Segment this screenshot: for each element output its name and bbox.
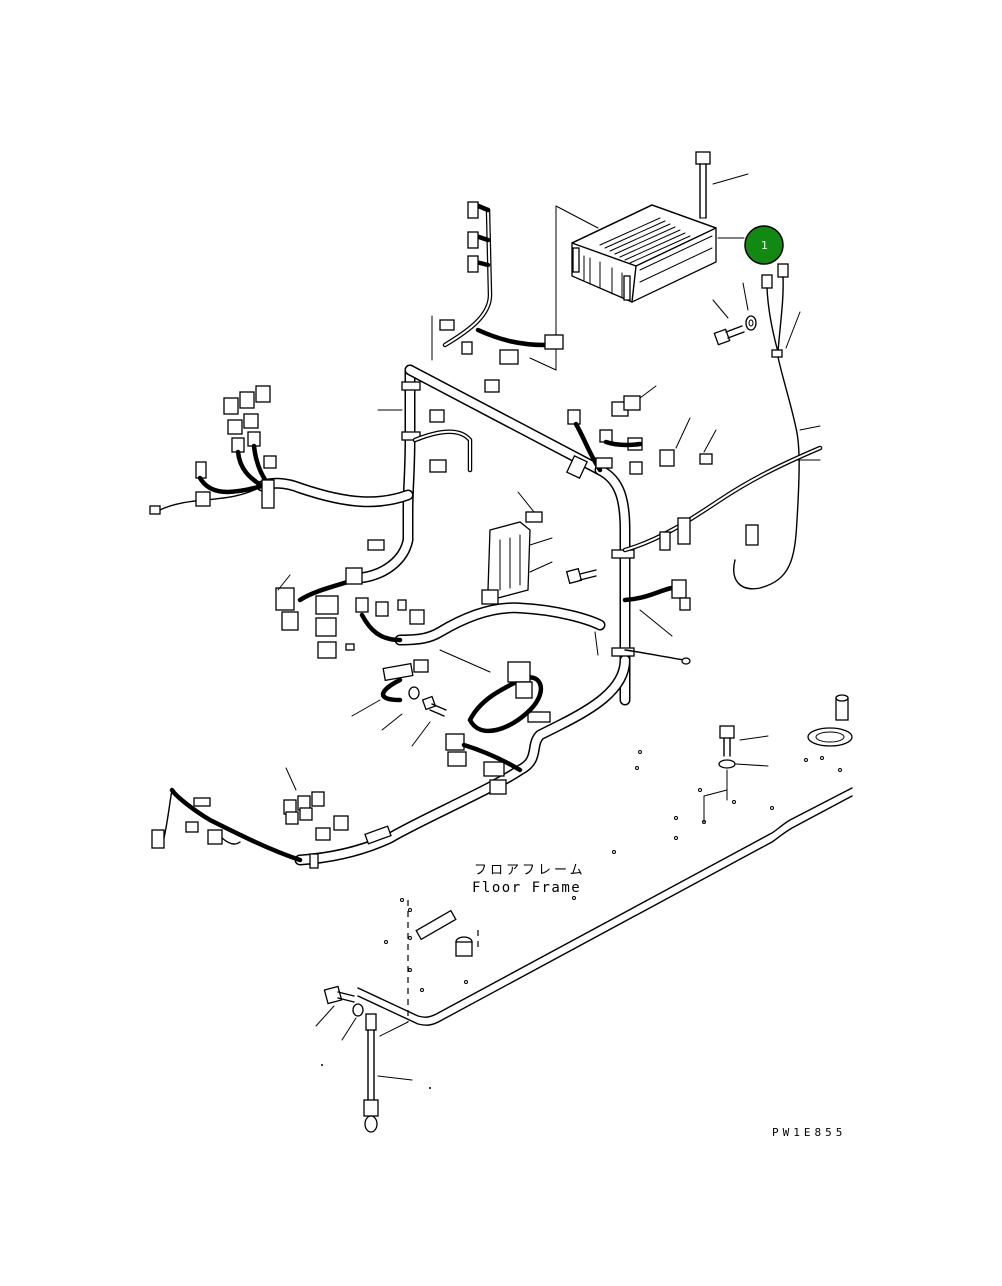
connectors-right-upper (567, 385, 717, 475)
connector-cluster-left (275, 567, 425, 659)
callout-1[interactable]: 1 (717, 225, 784, 265)
floor-frame-label-jp: フロアフレーム (474, 863, 586, 878)
drawing-number: PW1E855 (772, 1126, 846, 1139)
floor-frame-label-en: Floor Frame (472, 880, 581, 896)
main-harness-tubes (256, 364, 631, 866)
box-mounting-bolt (695, 151, 711, 219)
floor-frame (357, 694, 853, 1026)
relay-group-top-left (149, 385, 277, 515)
upper-harness-branch (431, 201, 564, 393)
ground-strap (315, 985, 431, 1133)
harness-clamps (309, 381, 635, 869)
bolt-and-washer (712, 282, 757, 346)
connectors-lower-middle (351, 649, 543, 747)
connector-group-bottom-left (151, 767, 349, 863)
callout-number: 1 (761, 239, 768, 252)
bolt-middle (565, 567, 597, 585)
inner-loop (377, 409, 473, 473)
right-branch-wires (622, 445, 823, 553)
connectors-lower-loop (445, 733, 523, 795)
pigtail-connector (733, 263, 821, 590)
controller-box (571, 204, 717, 303)
connectors-right-middle (594, 579, 691, 665)
fuse-box (481, 491, 553, 605)
